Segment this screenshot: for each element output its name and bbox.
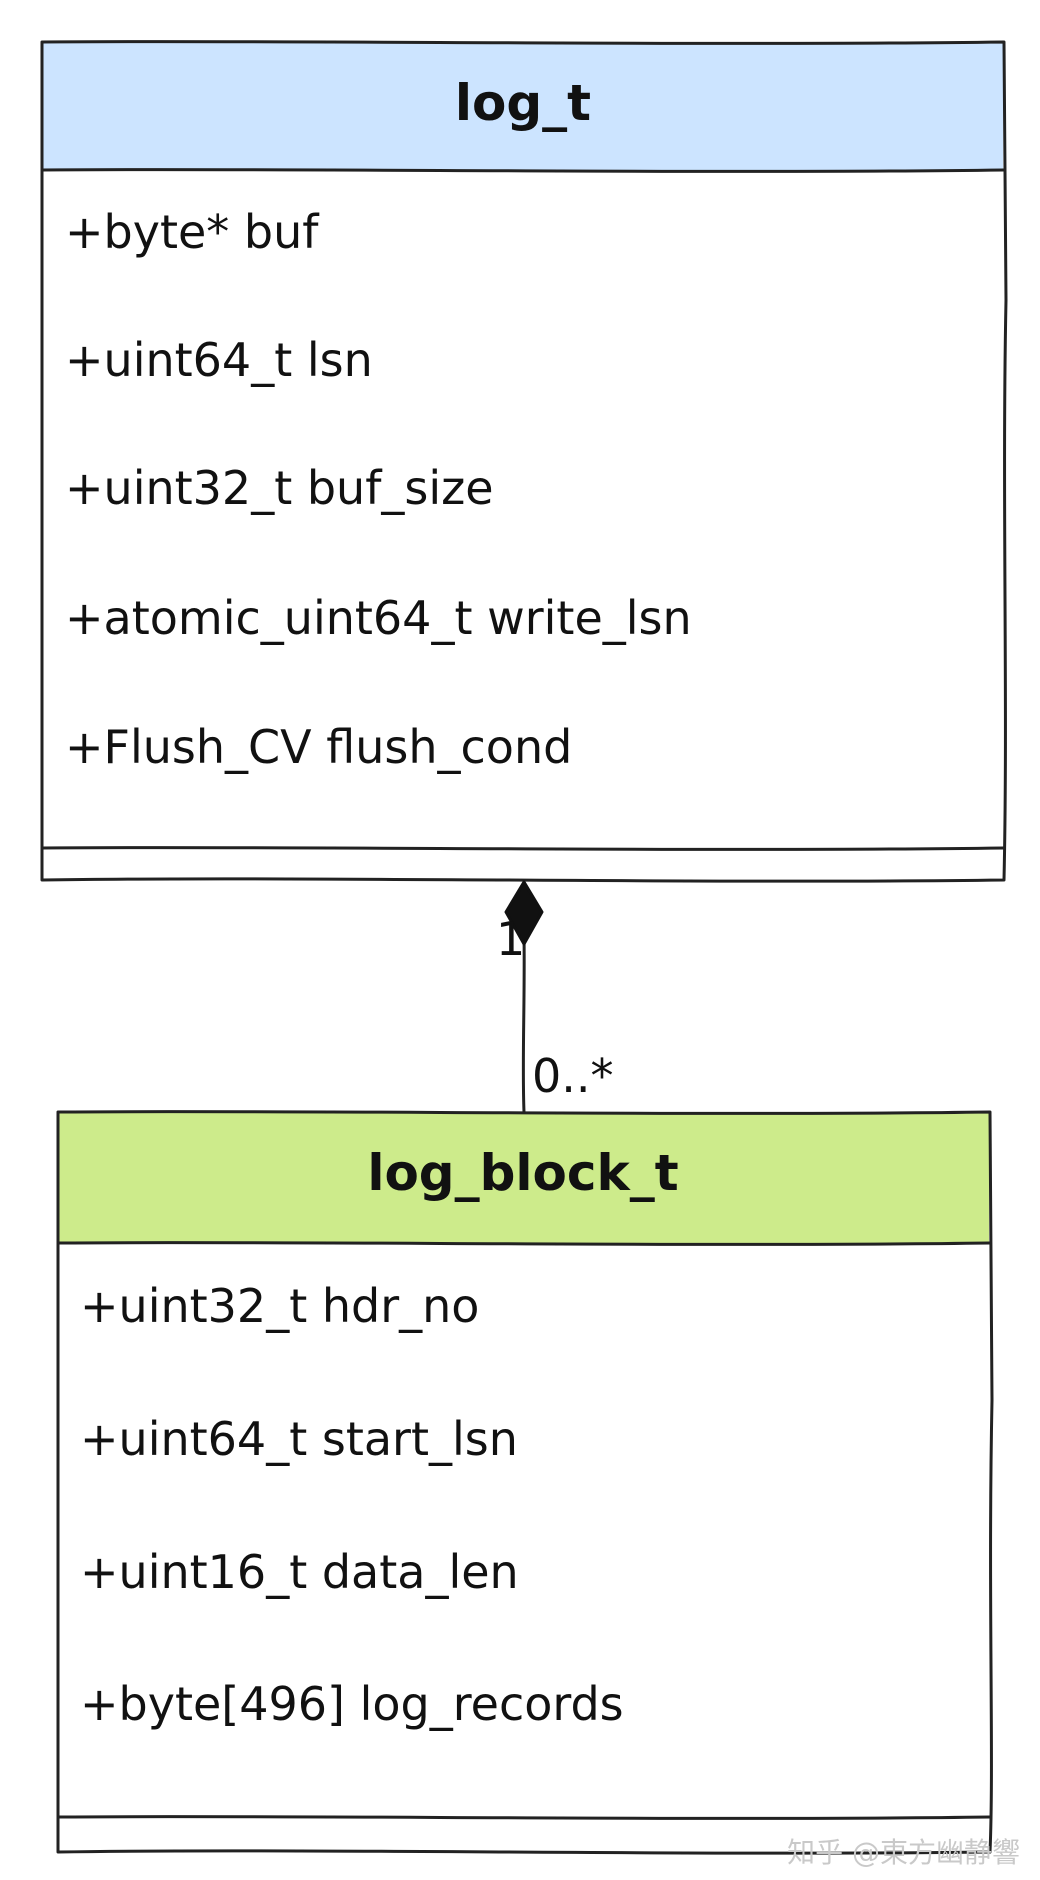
class-log-t-attribute: +atomic_uint64_t write_lsn bbox=[65, 591, 692, 645]
class-log-block-t-header-divider bbox=[56, 1241, 992, 1246]
class-log-t-attribute: +uint32_t buf_size bbox=[65, 461, 494, 515]
class-log-t-header bbox=[43, 42, 1003, 170]
class-log-block-t-attribute: +byte[496] log_records bbox=[80, 1677, 624, 1731]
class-log-block-t: log_block_t +uint32_t hdr_no +uint64_t s… bbox=[55, 1110, 994, 1855]
class-log-block-t-attribute: +uint64_t start_lsn bbox=[80, 1412, 518, 1466]
class-log-t-title: log_t bbox=[455, 74, 591, 132]
class-log-block-t-outline bbox=[55, 1110, 994, 1855]
watermark-text: 知乎 @東方幽静響 bbox=[787, 1836, 1020, 1869]
class-log-t-attribute: +Flush_CV flush_cond bbox=[65, 720, 572, 774]
owner-multiplicity: 1 bbox=[496, 912, 525, 966]
class-log-t-methods-divider bbox=[40, 846, 1006, 851]
composition-diamond bbox=[504, 880, 544, 946]
class-log-t-attribute: +uint64_t lsn bbox=[65, 333, 373, 387]
class-log-block-t-attribute: +uint32_t hdr_no bbox=[80, 1279, 479, 1333]
class-log-block-t-methods-divider bbox=[56, 1815, 992, 1820]
class-log-t: log_t +byte* buf +uint64_t lsn +uint32_t… bbox=[39, 40, 1008, 883]
class-log-t-header-divider bbox=[40, 168, 1006, 173]
part-multiplicity: 0..* bbox=[532, 1049, 614, 1103]
class-log-block-t-header bbox=[59, 1113, 989, 1243]
composition-relation: 1 0..* bbox=[496, 880, 614, 1114]
composition-line bbox=[521, 933, 526, 1114]
class-log-block-t-attribute: +uint16_t data_len bbox=[80, 1545, 519, 1599]
class-log-t-attribute: +byte* buf bbox=[65, 205, 320, 259]
class-log-t-outline bbox=[39, 40, 1008, 883]
class-log-block-t-title: log_block_t bbox=[367, 1144, 678, 1202]
